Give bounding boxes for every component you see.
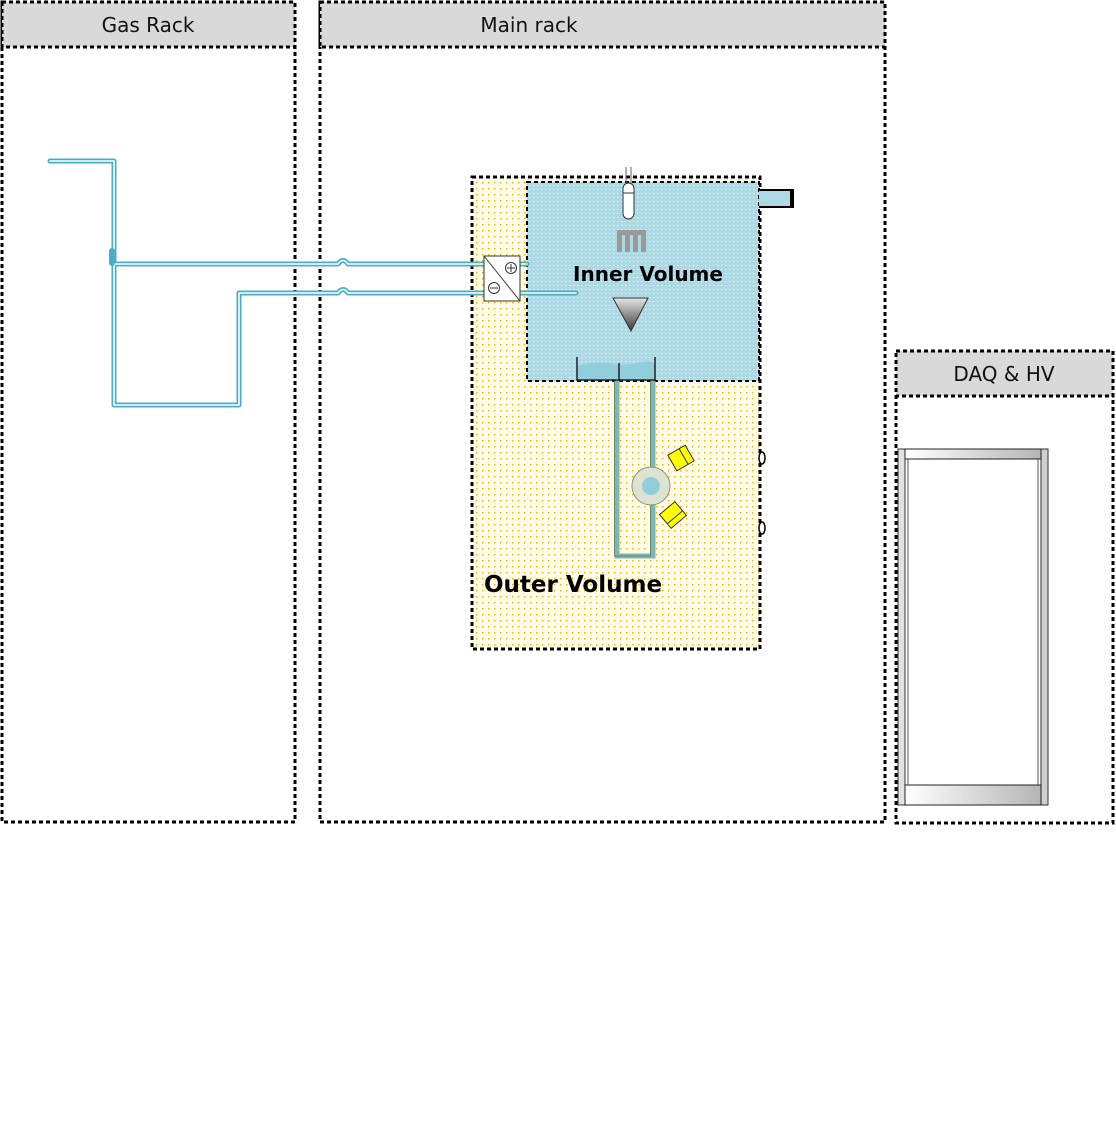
daq-rack: DAQ & HV	[894, 349, 1115, 825]
outer-volume-label: Outer Volume	[484, 572, 662, 598]
inner-volume: Inner Volume	[526, 167, 794, 382]
pump-icon	[483, 255, 521, 302]
liquid-cup-icon	[576, 357, 656, 381]
gas-rack: Gas Rack	[0, 0, 297, 824]
cell-assembly	[614, 381, 695, 559]
detector-icon	[667, 444, 695, 472]
inner-volume-label: Inner Volume	[573, 262, 723, 286]
pipe-junction-icon	[109, 248, 115, 266]
funnel-icon	[612, 297, 649, 333]
gas-rack-frame	[0, 0, 297, 824]
probe-icon	[622, 167, 635, 220]
side-fitting-icon	[758, 451, 766, 465]
gas-rack-title: Gas Rack	[102, 13, 195, 37]
main-rack-title: Main rack	[480, 13, 578, 37]
side-fitting-icon	[758, 521, 766, 535]
heater-icon	[617, 230, 646, 252]
electronics-rack-icon	[897, 448, 1049, 806]
main-rack-header	[318, 0, 887, 49]
outlet-nozzle-icon	[759, 189, 794, 208]
gas-rack-header	[0, 0, 297, 49]
daq-rack-title: DAQ & HV	[953, 362, 1054, 386]
inner-volume-box	[526, 181, 760, 382]
gas-piping	[47, 158, 579, 408]
daq-rack-header	[894, 349, 1115, 398]
detector-icon	[658, 500, 688, 530]
cell-core-icon	[642, 477, 660, 495]
main-rack: Main rack	[318, 0, 887, 824]
